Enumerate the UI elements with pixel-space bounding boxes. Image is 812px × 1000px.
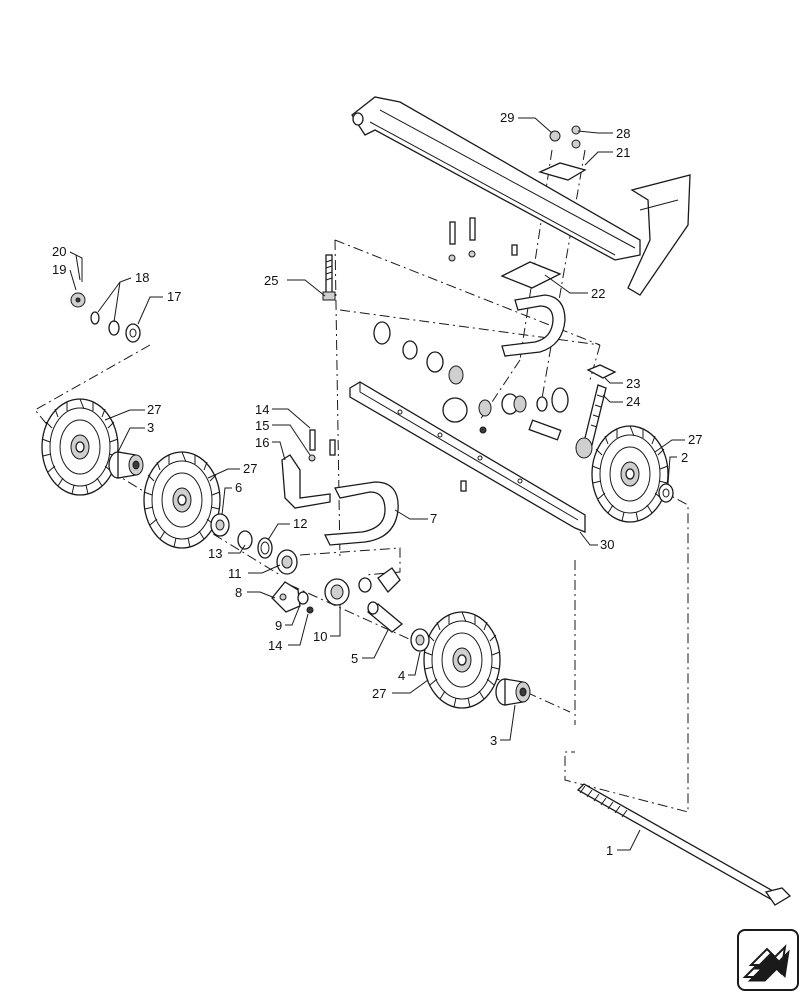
next-page-button[interactable]	[737, 929, 799, 991]
callout-8: 8	[235, 585, 242, 600]
callout-3-left: 3	[147, 420, 154, 435]
part-27-disc-middle	[143, 451, 221, 549]
callout-1: 1	[606, 843, 613, 858]
assembly-line-bracket	[299, 547, 401, 576]
part-12-ring	[257, 537, 273, 559]
callout-27-middle: 27	[243, 461, 257, 476]
part-22-plate	[538, 162, 587, 181]
parts-18-to-21	[70, 254, 141, 343]
callout-27-left: 27	[147, 402, 161, 417]
part-28-nut	[571, 125, 581, 135]
part-25-bolt	[583, 384, 607, 446]
callout-9: 9	[275, 618, 282, 633]
callout-labels: 29 28 21 22 25 20 19 18 17 27 3 23 24 14…	[52, 110, 702, 858]
part-23-plate	[500, 261, 562, 289]
callout-26: 25	[264, 273, 278, 288]
part-27-disc-lower	[423, 611, 501, 709]
callout-23: 22	[591, 286, 605, 301]
callout-24: 23	[626, 376, 640, 391]
part-2-washer	[658, 483, 674, 503]
frame-bracket-upper	[501, 294, 566, 357]
part-24-plate	[586, 364, 617, 379]
assembly-line-right	[564, 489, 689, 813]
callout-30: 30	[600, 537, 614, 552]
leader-lines	[69, 117, 685, 851]
callout-6: 6	[235, 480, 242, 495]
assembly-line-frame	[334, 239, 601, 561]
callout-28: 28	[616, 126, 630, 141]
callout-25: 24	[626, 394, 640, 409]
callout-11: 11	[228, 566, 242, 581]
callout-22: 21	[616, 145, 630, 160]
callout-12: 12	[293, 516, 307, 531]
callout-3-lower: 3	[490, 733, 497, 748]
part-27-disc-right	[591, 425, 669, 523]
part-27-disc-left	[41, 398, 119, 496]
callout-19: 18	[135, 270, 149, 285]
callout-16: 15	[255, 418, 269, 433]
callout-2: 2	[681, 450, 688, 465]
part-13-snap-ring	[237, 530, 253, 550]
part-15-bolt	[309, 429, 316, 451]
callout-29: 29	[500, 110, 514, 125]
part-1-shaft	[576, 783, 792, 906]
part-14-nut	[306, 606, 314, 614]
callout-18: 17	[167, 289, 181, 304]
frame-toolbar	[351, 96, 691, 296]
part-17-clamp	[281, 454, 331, 509]
part-16-washer	[308, 454, 316, 462]
callout-7: 7	[430, 511, 437, 526]
callout-4: 4	[398, 668, 405, 683]
callout-5: 5	[351, 651, 358, 666]
assembly-line-left	[34, 344, 151, 429]
callout-10: 10	[313, 629, 327, 644]
part-29-nut	[549, 130, 561, 142]
part-3-hub-lower	[495, 678, 531, 706]
callout-27-right: 27	[688, 432, 702, 447]
callout-17: 16	[255, 435, 269, 450]
part-30-scraper-bar	[349, 381, 586, 533]
part-9-washer	[297, 591, 309, 605]
callout-14: 14	[268, 638, 282, 653]
part-7-strap	[323, 481, 399, 546]
callout-21: 20	[52, 244, 66, 259]
callout-27-lower: 27	[372, 686, 386, 701]
frame-axis-components	[373, 321, 593, 492]
frame-bolts	[448, 217, 518, 262]
callout-15: 14	[255, 402, 269, 417]
part-3-hub-left	[108, 451, 144, 479]
part-26-bolt	[322, 254, 336, 301]
callout-13: 13	[208, 546, 222, 561]
callout-20: 19	[52, 262, 66, 277]
next-page-arrow-icon	[742, 944, 790, 982]
